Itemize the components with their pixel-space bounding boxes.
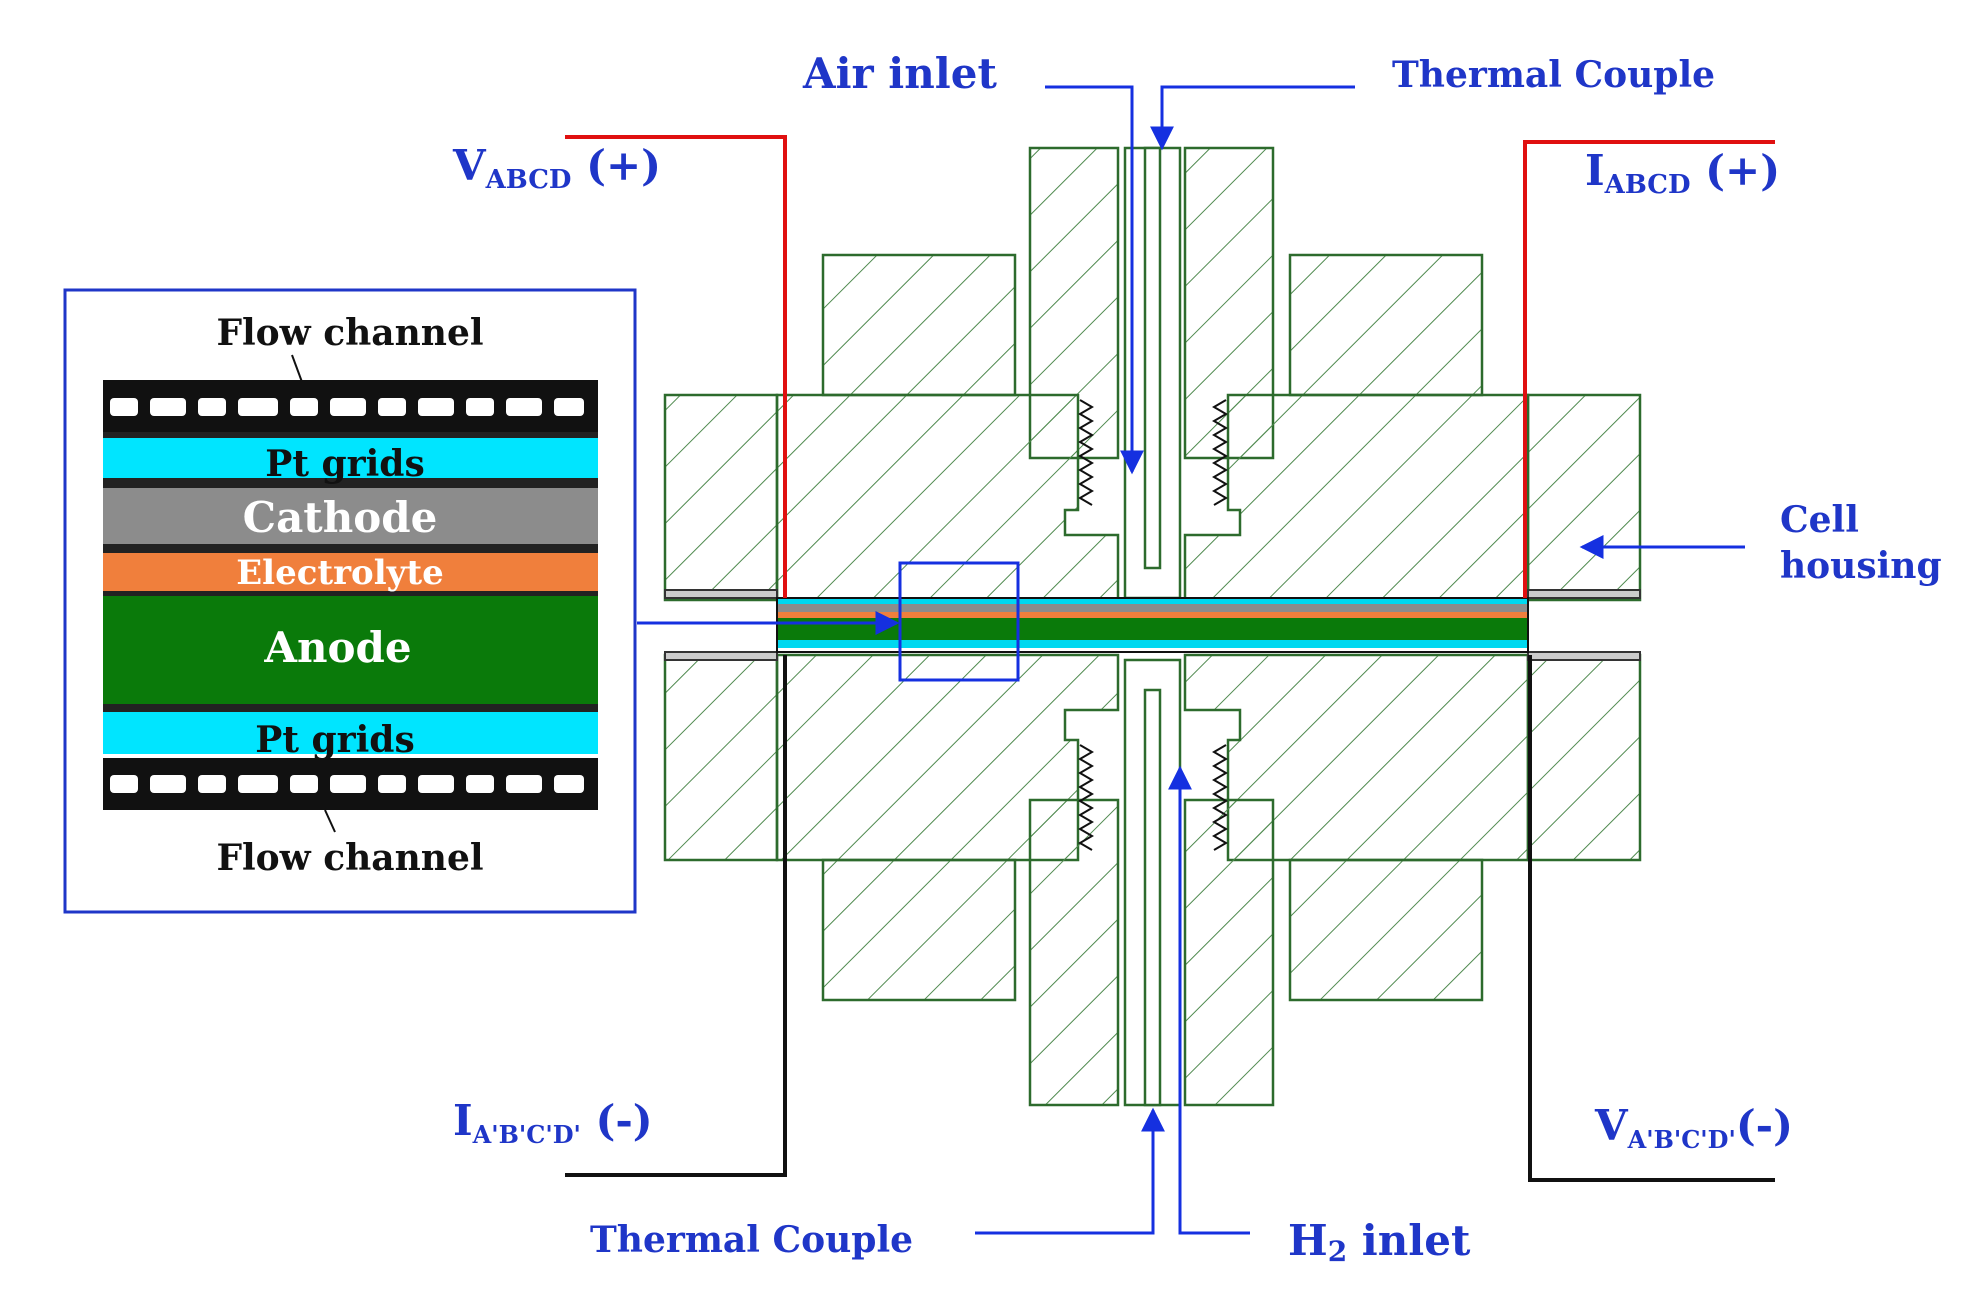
pt-grids-top-label: Pt grids — [265, 443, 425, 485]
upper-right-housing — [1183, 393, 1530, 602]
thermal-couple-bottom-label: Thermal Couple — [590, 1219, 913, 1261]
upper-right-block — [1288, 253, 1484, 397]
central-tubes — [1123, 146, 1182, 1107]
thermocouple-tube-bottom — [1143, 688, 1162, 1107]
flow-channel-bottom — [110, 775, 584, 793]
h2-inlet-label: H2 inlet — [1288, 1216, 1471, 1268]
h2-inlet-arrow — [1168, 765, 1250, 1235]
lower-bottom-left-plate — [1028, 798, 1120, 1107]
cathode-label: Cathode — [243, 493, 438, 542]
gaskets — [664, 589, 1641, 661]
v-negative-label: VA'B'C'D'(-) — [1594, 1101, 1793, 1154]
electrolyte-layer — [103, 553, 598, 591]
zoom-box — [898, 561, 1020, 682]
lower-right-block — [1288, 858, 1484, 1002]
thermal-couple-bottom-arrow — [975, 1107, 1165, 1235]
anode-label: Anode — [263, 623, 411, 672]
electrolyte-label: Electrolyte — [236, 553, 443, 593]
i-negative-label: IA'B'C'D' (-) — [453, 1096, 653, 1149]
i-positive-wire — [1523, 140, 1775, 598]
cell-housing-label-line1: Cell — [1780, 499, 1859, 541]
upper-left-housing — [775, 393, 1120, 602]
thermocouple-tube-top — [1143, 146, 1162, 570]
v-positive-label: VABCD (+) — [452, 141, 661, 195]
flow-channel-bottom-label: Flow channel — [216, 837, 483, 879]
pt-grids-bottom-layer — [103, 712, 598, 754]
layer-inset: Flow channel Pt grids Cathode Electrolyt… — [63, 288, 637, 914]
cell-housing-label-line2: housing — [1780, 545, 1942, 587]
lower-bottom-right-plate — [1183, 798, 1275, 1107]
upper-left-flange — [663, 393, 779, 602]
pt-grids-bottom-label: Pt grids — [255, 719, 415, 761]
lower-right-flange — [1526, 653, 1642, 862]
thermal-couple-top-arrow — [1150, 85, 1355, 151]
air-inlet-label: Air inlet — [802, 49, 997, 98]
lower-left-flange — [663, 653, 779, 862]
air-inlet-arrow — [1045, 85, 1144, 475]
upper-left-block — [821, 253, 1017, 397]
v-positive-wire — [565, 135, 787, 598]
i-negative-wire — [565, 655, 787, 1177]
cell-housing — [663, 146, 1642, 1107]
lower-left-block — [821, 858, 1017, 1002]
upper-right-flange — [1526, 393, 1642, 602]
v-negative-wire — [1528, 655, 1775, 1182]
pt-grids-top-layer — [103, 438, 598, 478]
cathode-layer — [103, 488, 598, 544]
thread-marks — [1078, 399, 1228, 851]
flow-channel-top-label: Flow channel — [216, 312, 483, 354]
flow-channel-top — [110, 398, 584, 416]
thermal-couple-top-label: Thermal Couple — [1392, 54, 1715, 96]
cell-stack — [776, 597, 1529, 653]
i-positive-label: IABCD (+) — [1585, 146, 1780, 200]
wires — [565, 135, 1775, 1182]
arrows — [637, 85, 1745, 1235]
anode-layer — [103, 596, 598, 704]
